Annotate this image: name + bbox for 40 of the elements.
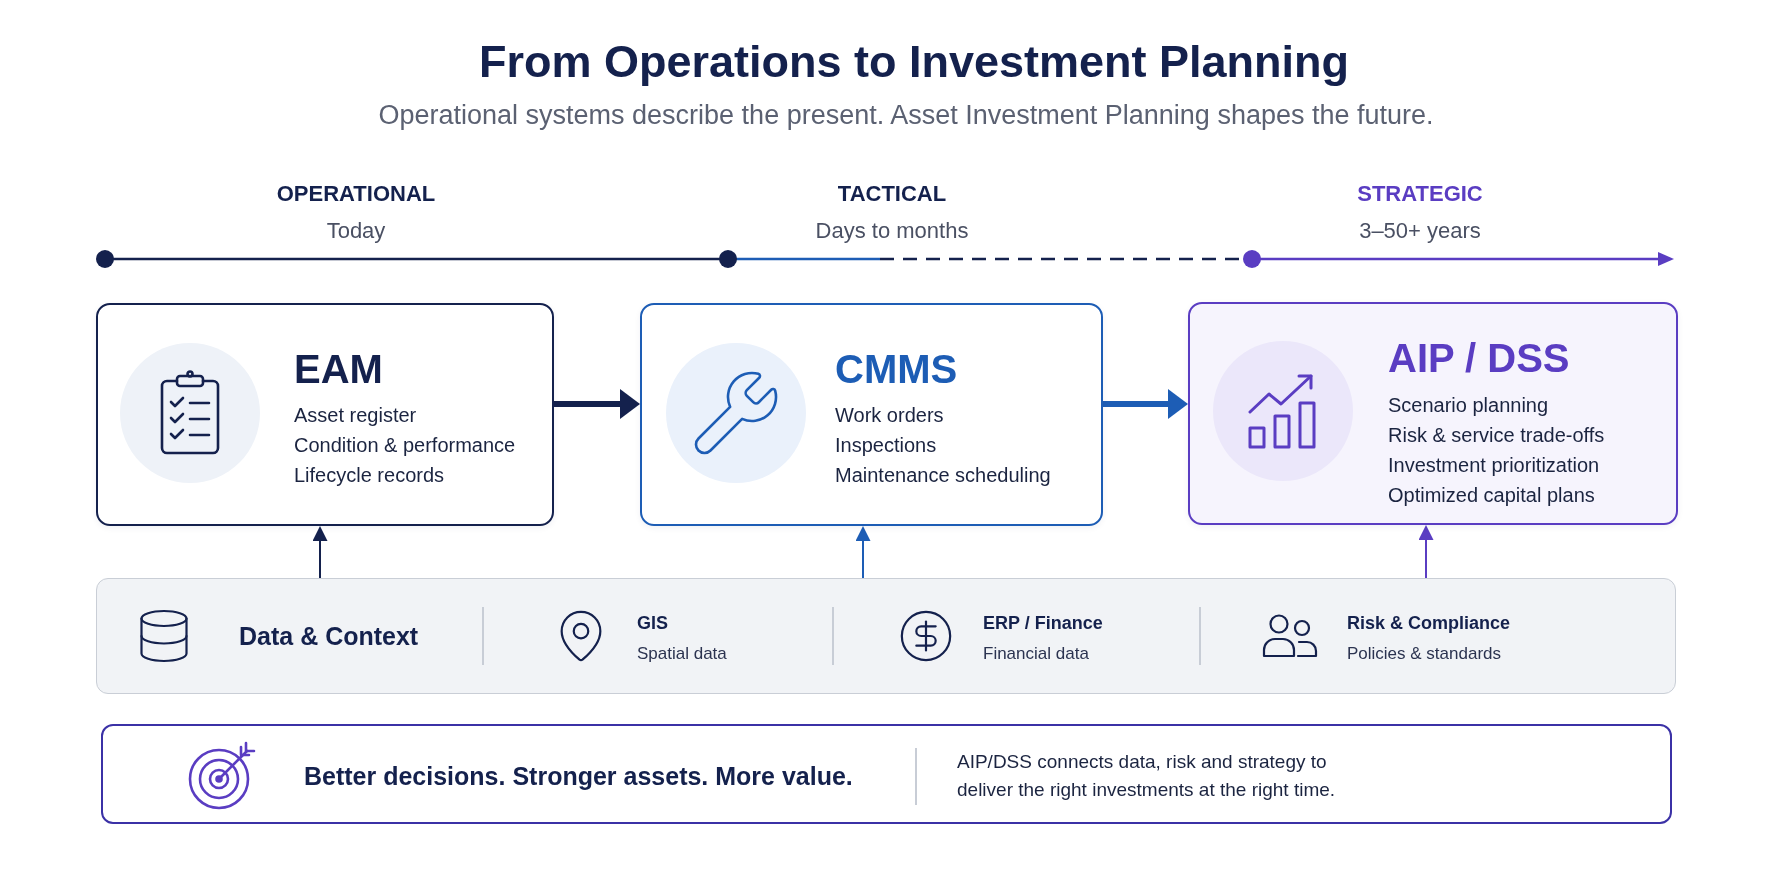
source-title: Risk & Compliance [1347, 612, 1511, 635]
source-description: Spatial data [637, 643, 727, 665]
source-description: Policies & standards [1347, 643, 1503, 665]
capability-text: Work orders [835, 403, 945, 428]
title: From Operations to Investment Planning [478, 35, 1350, 89]
capability-text: Maintenance scheduling [835, 463, 1051, 488]
system-title: AIP / DSS [1388, 335, 1571, 382]
system-title: CMMS [835, 346, 959, 393]
source-title: GIS [637, 612, 669, 635]
capability-text: Optimized capital plans [1388, 483, 1596, 508]
capability-text: Scenario planning [1388, 393, 1550, 418]
capability-text: Investment prioritization [1388, 453, 1601, 478]
system-card [640, 303, 1103, 526]
panel-heading: Data & Context [239, 621, 419, 652]
capability-text: Condition & performance [294, 433, 516, 458]
phase-label: TACTICAL [837, 180, 947, 208]
phase-label: OPERATIONAL [276, 180, 436, 208]
arrow [312, 526, 328, 579]
system-title: EAM [294, 346, 384, 393]
flow-arrow [554, 389, 640, 419]
phase-label: STRATEGIC [1357, 180, 1483, 208]
arrow [855, 526, 871, 579]
source-description: Financial data [983, 643, 1090, 665]
capability-text: Inspections [835, 433, 938, 458]
system-card [96, 303, 554, 526]
time-horizon: Today [326, 217, 386, 245]
capability-text: Lifecycle records [294, 463, 446, 488]
capability-text: Risk & service trade-offs [1388, 423, 1605, 448]
data-panel [96, 578, 1676, 694]
flow-arrow [1103, 389, 1188, 419]
subtitle: Operational systems describe the present. Asset Investment Planning shapes the future. [378, 99, 1434, 132]
time-horizon: 3–50+ years [1359, 217, 1481, 245]
description-text: AIP/DSS connects data, risk and strategy to deliver the right investments at the right time. [957, 750, 1337, 802]
arrow [1418, 525, 1434, 579]
system-card [1188, 302, 1678, 525]
summary-banner [101, 724, 1672, 824]
source-title: ERP / Finance [983, 612, 1103, 635]
tagline: Better decisions. Stronger assets. More value. [304, 761, 853, 792]
capability-text: Asset register [294, 403, 418, 428]
time-horizon: Days to months [815, 217, 969, 245]
